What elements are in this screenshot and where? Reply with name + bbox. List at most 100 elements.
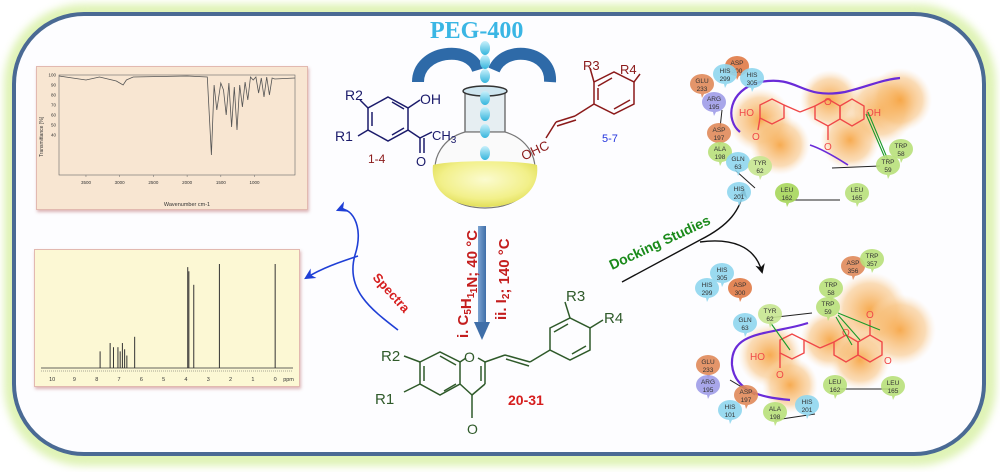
residue-name: GLU: [695, 78, 709, 85]
reactant-1-r1: R1: [335, 128, 353, 144]
ligand-1-o-carbonyl: O: [824, 142, 832, 153]
flask-liquid: [432, 161, 538, 207]
residue-name: TYR: [754, 160, 767, 167]
ir-y-tick-label: 100: [48, 73, 56, 78]
ligand-1: [757, 98, 865, 140]
nmr-x-tick-label: 0: [274, 377, 277, 383]
residue-name: HIS: [702, 282, 714, 289]
residue-number: 195: [703, 387, 714, 394]
ligand-2-o-methoxy-2: O: [866, 310, 874, 321]
ir-x-tick-label: 3000: [115, 180, 126, 185]
residue-number: 201: [734, 194, 745, 201]
spectra-label: Spectra: [370, 270, 414, 316]
ligand-2-o-methoxy: O: [776, 370, 784, 381]
residue-number: 356: [848, 268, 859, 275]
ir-xlabel: Wavenumber cm-1: [164, 202, 210, 208]
ligand-2: [779, 320, 883, 368]
nmr-x-tick-label: 10: [49, 377, 55, 383]
nmr-x-tick-label: 4: [184, 377, 187, 383]
ir-ylabel: Transmittance [%]: [39, 116, 45, 157]
pocket-contour-1: [730, 76, 901, 133]
residue-name: ASP: [712, 127, 725, 134]
residue-number: 357: [867, 261, 878, 268]
residue-number: 305: [747, 80, 758, 87]
residue-name: TYR: [764, 308, 777, 315]
ir-y-tick-label: 80: [51, 93, 57, 98]
residue-name: GLN: [738, 317, 752, 324]
residue-name: GLN: [731, 156, 745, 163]
ligand-1-o-methoxy: O: [752, 132, 760, 143]
residue-name: ARG: [701, 379, 715, 386]
peg-400-title: PEG-400: [430, 18, 524, 44]
residue-number: 201: [802, 407, 813, 414]
nmr-x-tick-label: ppm: [283, 377, 294, 383]
residue-number: 299: [702, 290, 713, 297]
residue-name: GLU: [701, 359, 715, 366]
residue-name: LEU: [887, 380, 900, 387]
residue-number: 62: [756, 168, 764, 175]
residue-number: 195: [709, 104, 720, 111]
residue-number: 299: [720, 76, 731, 83]
ir-x-tick-label: 3500: [81, 180, 92, 185]
reactant-1-range: 1-4: [368, 152, 386, 166]
residue-number: 197: [714, 135, 725, 142]
product-ring-oxygen: O: [464, 349, 475, 365]
reactant-2-structure: [545, 67, 641, 139]
reactant-1-oh: OH: [420, 91, 441, 107]
residue-name: LEU: [851, 187, 864, 194]
residue-name: ALA: [769, 406, 782, 413]
residue-name: TRP: [895, 143, 908, 150]
residue-name: LEU: [829, 379, 842, 386]
nmr-x-tick-label: 8: [95, 377, 98, 383]
condition-step-1: i. C5H11N; 40 °C: [455, 230, 481, 338]
residue-number: 59: [884, 167, 892, 174]
residue-name: ARG: [707, 96, 721, 103]
residue-number: 300: [732, 68, 743, 75]
ir-x-tick-label: 2500: [148, 180, 159, 185]
residue-name: HIS: [747, 72, 759, 79]
ir-y-tick-label: 40: [51, 133, 57, 138]
product-r2: R2: [381, 348, 400, 365]
residue-name: TRP: [822, 301, 835, 308]
reactant-2-r4: R4: [620, 62, 637, 77]
ligand-1-ho: HO: [739, 108, 754, 119]
residue-name: ALA: [714, 146, 727, 153]
ligand-1-oh: OH: [866, 108, 881, 119]
reactant-1-carbonyl-o: O: [416, 154, 426, 169]
ir-x-tick-label: 1500: [216, 180, 227, 185]
residue-number: 58: [827, 290, 835, 297]
spectra-arrow-to-nmr: [304, 255, 359, 280]
residue-name: HIS: [734, 186, 746, 193]
residue-number: 198: [715, 154, 726, 161]
residue-name: HIS: [802, 399, 814, 406]
ir-plot-area: [58, 74, 296, 176]
nmr-x-tick-label: 2: [229, 377, 232, 383]
ir-y-tick-label: 60: [51, 113, 57, 118]
ir-y-tick-label: 90: [51, 83, 57, 88]
residue-number: 162: [782, 195, 793, 202]
residue-number: 305: [717, 275, 728, 282]
residue-name: ASP: [730, 60, 743, 67]
residue-name: HIS: [725, 404, 737, 411]
ligand-2-ho: HO: [750, 352, 765, 363]
ir-x-tick-label: 1000: [250, 180, 261, 185]
